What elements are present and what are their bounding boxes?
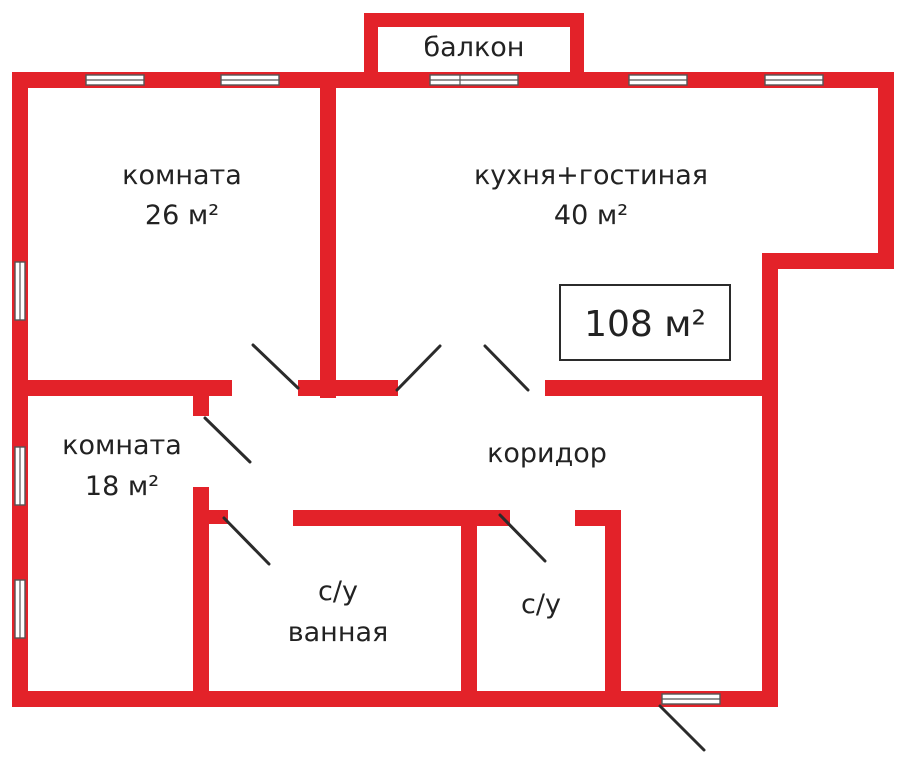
- wall-wc-right: [605, 510, 621, 700]
- window-top-1: [85, 74, 145, 86]
- window-balcony-door: [429, 74, 519, 86]
- door-room2: [203, 416, 252, 464]
- interior-walls: [20, 80, 770, 700]
- total-area-text: 108 м²: [584, 304, 706, 345]
- wall-right-upper: [878, 72, 894, 268]
- balcony-wall-right: [570, 13, 584, 79]
- wall-corridor-top-a: [298, 380, 398, 396]
- window-top-2: [220, 74, 280, 86]
- door-kitchen-right: [483, 344, 530, 392]
- balcony-label: балкон: [424, 32, 525, 63]
- total-area-badge: 108 м²: [559, 284, 731, 361]
- window-left-1: [14, 261, 26, 321]
- wall-room2-right-top: [193, 396, 209, 416]
- wall-room1-kitchen: [320, 80, 336, 398]
- bath-sub: ванная: [288, 617, 389, 648]
- wall-bath-top: [293, 510, 510, 526]
- room1-area: 26 м²: [145, 200, 219, 231]
- room-labels: балкон комната 26 м² кухня+гостиная 40 м…: [62, 32, 708, 648]
- window-left-3: [14, 579, 26, 639]
- door-wc: [498, 513, 547, 563]
- bath-name: с/у: [318, 576, 358, 607]
- wall-room2-right: [193, 487, 209, 699]
- door-room1: [251, 343, 300, 390]
- doors: [203, 343, 706, 752]
- balcony-wall-left: [364, 13, 378, 79]
- wall-bath-top-stub: [193, 510, 228, 524]
- door-kitchen-left: [395, 344, 442, 392]
- wc-name: с/у: [521, 589, 561, 620]
- wall-right-lower: [762, 253, 778, 707]
- window-bottom: [661, 693, 721, 705]
- wall-room1-bottom: [20, 380, 232, 396]
- room1-name: комната: [122, 160, 242, 191]
- corridor-label: коридор: [487, 438, 607, 469]
- door-entrance: [658, 704, 706, 752]
- window-top-4: [764, 74, 824, 86]
- wall-corridor-top-b: [545, 380, 770, 396]
- room2-area: 18 м²: [85, 471, 159, 502]
- kitchen-name: кухня+гостиная: [474, 160, 708, 191]
- door-bath: [222, 516, 271, 566]
- windows: [14, 74, 824, 705]
- balcony-walls: [364, 13, 584, 79]
- window-top-3: [628, 74, 688, 86]
- wall-right-step: [762, 253, 894, 269]
- room2-name: комната: [62, 430, 182, 461]
- kitchen-area: 40 м²: [554, 200, 628, 231]
- wall-bath-wc: [461, 510, 477, 700]
- window-left-2: [14, 446, 26, 506]
- balcony-wall-top: [364, 13, 584, 27]
